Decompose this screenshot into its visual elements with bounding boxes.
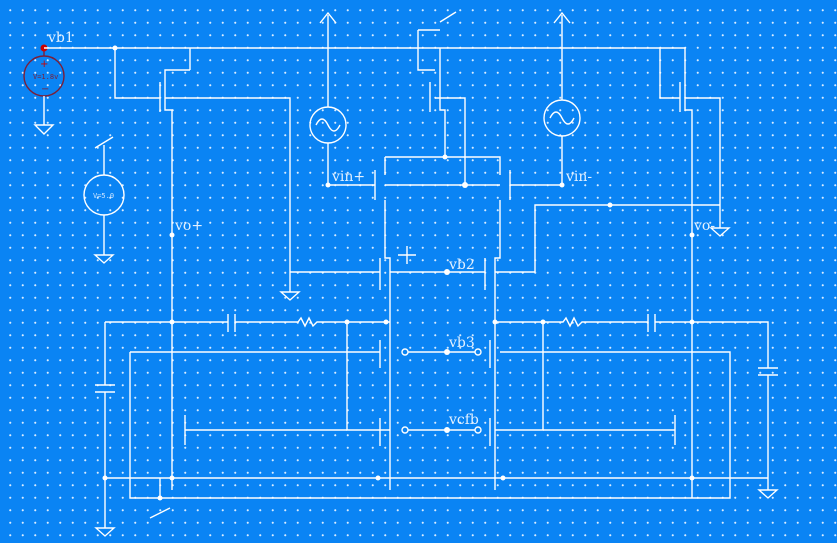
net-label-vb2[interactable]: vb2 xyxy=(449,257,475,273)
ground-icon xyxy=(33,124,55,135)
net-label-vb3[interactable]: vb3 xyxy=(449,335,475,351)
svg-text:+: + xyxy=(40,59,48,70)
vin-plus-source[interactable] xyxy=(309,11,375,188)
net-label-vcfb[interactable]: vcfb xyxy=(449,412,479,428)
svg-text:−: − xyxy=(41,84,49,95)
vb1-voltage-source[interactable]: + − xyxy=(23,44,65,126)
vdd-source-value: V=5.0 xyxy=(93,192,115,200)
net-label-vb1[interactable]: vb1 xyxy=(48,30,74,46)
vb1-source-value: V=1.8v xyxy=(33,73,59,81)
net-label-vo-plus[interactable]: vo+ xyxy=(175,218,204,234)
vin-minus-source[interactable] xyxy=(510,11,581,188)
vdd-voltage-source[interactable] xyxy=(83,136,125,264)
net-label-vin-plus[interactable]: vin+ xyxy=(332,169,366,185)
net-label-vin-minus[interactable]: vin- xyxy=(566,169,593,185)
net-label-vo-minus[interactable]: vo- xyxy=(694,218,716,234)
